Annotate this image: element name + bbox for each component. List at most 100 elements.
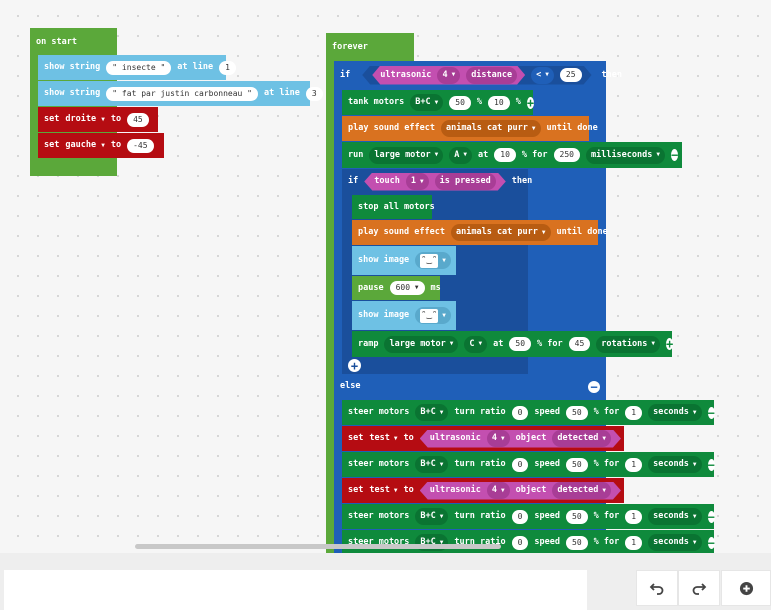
show-string-block-1[interactable]: show string " insecte " at line 1 xyxy=(38,55,236,80)
duration-input[interactable]: 250 xyxy=(553,148,580,162)
play-sound-block-2[interactable]: play sound effect animals cat purr▼ unti… xyxy=(352,220,608,245)
pause-block[interactable]: pause 600 ▼ ms xyxy=(352,276,441,300)
motors-dropdown[interactable]: B+C▼ xyxy=(415,404,449,421)
tank-motors-block[interactable]: tank motors B+C▼ 50 % 10 % + xyxy=(342,90,535,115)
motors-dropdown[interactable]: B+C▼ xyxy=(415,508,449,525)
stop-motors-block[interactable]: stop all motors xyxy=(352,195,435,219)
speed-label: speed xyxy=(534,511,561,522)
unit-dropdown[interactable]: rotations▼ xyxy=(596,335,660,353)
turn-ratio-input[interactable]: 0 xyxy=(511,457,529,472)
image-dropdown[interactable]: ᵔ‿ᵔ▼ xyxy=(415,307,451,324)
speed-input[interactable]: 50 xyxy=(566,509,588,524)
nested-if-header[interactable]: if touch 1▼ is pressed then xyxy=(342,169,532,194)
compare-condition[interactable]: ultrasonic 4▼ distance <▼ 25 xyxy=(362,66,591,85)
unit-dropdown[interactable]: seconds▼ xyxy=(648,508,702,525)
plus-icon[interactable]: + xyxy=(665,337,674,351)
image-dropdown[interactable]: ᵔ‿ᵔ▼ xyxy=(415,252,451,269)
port-dropdown[interactable]: A▼ xyxy=(449,146,473,164)
string-input[interactable]: " fat par justin carbonneau " xyxy=(106,86,258,101)
duration-input[interactable]: 1 xyxy=(625,509,643,524)
speed-input[interactable]: 50 xyxy=(566,405,588,420)
set-gauche-block[interactable]: set gauche ▼ to -45 xyxy=(38,133,164,158)
speed-input[interactable]: 10 xyxy=(494,148,516,162)
run-motor-block[interactable]: run large motor▼ A▼ at 10 % for 250 mill… xyxy=(342,142,682,168)
motors-dropdown[interactable]: B+C▼ xyxy=(415,456,449,473)
ramp-motor-block[interactable]: ramp large motor▼ C▼ at 50 % for 45 rota… xyxy=(352,331,674,357)
minus-icon[interactable]: − xyxy=(588,380,600,393)
else-header[interactable]: else − xyxy=(334,374,606,399)
show-image-block-2[interactable]: show image ᵔ‿ᵔ▼ xyxy=(352,301,456,330)
sound-dropdown[interactable]: animals cat purr▼ xyxy=(451,224,551,241)
variable-dropdown[interactable]: droite ▼ xyxy=(65,114,105,125)
sound-dropdown[interactable]: animals cat purr▼ xyxy=(441,120,541,137)
minus-icon[interactable]: − xyxy=(707,535,715,550)
variable-dropdown[interactable]: gauche ▼ xyxy=(65,140,105,151)
operator-dropdown[interactable]: <▼ xyxy=(531,67,554,84)
turn-ratio-input[interactable]: 0 xyxy=(511,405,529,420)
plus-icon[interactable]: + xyxy=(526,95,535,110)
speed-input[interactable]: 50 xyxy=(566,457,588,472)
state-dropdown[interactable]: is pressed xyxy=(435,173,496,190)
minus-icon[interactable]: − xyxy=(707,509,715,524)
line-input[interactable]: 1 xyxy=(219,60,236,75)
left-speed-input[interactable]: 50 xyxy=(449,95,471,110)
play-sound-block[interactable]: play sound effect animals cat purr▼ unti… xyxy=(342,116,598,141)
state-dropdown[interactable]: detected▼ xyxy=(552,482,611,499)
unit-dropdown[interactable]: milliseconds▼ xyxy=(585,146,666,164)
minus-icon[interactable]: − xyxy=(707,405,715,420)
port-dropdown[interactable]: 4▼ xyxy=(487,482,510,499)
redo-button[interactable] xyxy=(678,570,720,606)
minus-icon[interactable]: − xyxy=(707,457,715,472)
show-image-block-1[interactable]: show image ᵔ‿ᵔ▼ xyxy=(352,246,456,275)
port-dropdown[interactable]: 4▼ xyxy=(487,430,510,447)
line-input[interactable]: 3 xyxy=(305,86,323,101)
horizontal-scrollbar[interactable] xyxy=(135,544,501,549)
port-dropdown[interactable]: 1▼ xyxy=(406,173,429,190)
duration-input[interactable]: 1 xyxy=(625,457,643,472)
set-droite-block[interactable]: set droite ▼ to 45 xyxy=(38,107,158,132)
unit-dropdown[interactable]: seconds▼ xyxy=(648,404,702,421)
touch-pressed-condition[interactable]: touch 1▼ is pressed xyxy=(364,173,506,191)
field-dropdown[interactable]: distance xyxy=(466,67,517,84)
minus-icon[interactable]: − xyxy=(671,148,679,162)
unit-dropdown[interactable]: seconds▼ xyxy=(648,456,702,473)
value-input[interactable]: 45 xyxy=(127,112,149,127)
variable-dropdown[interactable]: test▼ xyxy=(369,485,398,496)
value-input[interactable]: -45 xyxy=(127,138,154,153)
port-dropdown[interactable]: C▼ xyxy=(464,335,488,353)
port-dropdown[interactable]: 4▼ xyxy=(437,67,460,84)
undo-button[interactable] xyxy=(636,570,678,606)
add-else-button[interactable]: + xyxy=(348,359,361,373)
variable-dropdown[interactable]: test▼ xyxy=(369,433,398,444)
right-speed-input[interactable]: 10 xyxy=(488,95,510,110)
motor-type-dropdown[interactable]: large motor▼ xyxy=(369,146,444,164)
state-dropdown[interactable]: detected▼ xyxy=(552,430,611,447)
turn-ratio-input[interactable]: 0 xyxy=(511,509,529,524)
motor-type-dropdown[interactable]: large motor▼ xyxy=(384,335,459,353)
speed-input[interactable]: 50 xyxy=(509,337,532,351)
zoom-in-button[interactable] xyxy=(721,570,771,606)
amount-input[interactable]: 45 xyxy=(568,337,591,351)
if-header[interactable]: if ultrasonic 4▼ distance <▼ 25 then xyxy=(334,61,622,89)
compare-value-input[interactable]: 25 xyxy=(560,68,582,82)
speed-input[interactable]: 50 xyxy=(566,535,588,550)
turn-ratio-input[interactable]: 0 xyxy=(511,535,529,550)
redo-icon xyxy=(692,583,707,595)
duration-input[interactable]: 1 xyxy=(625,535,643,550)
unit-dropdown[interactable]: seconds▼ xyxy=(648,534,702,551)
duration-input[interactable]: 1 xyxy=(625,405,643,420)
string-input[interactable]: " insecte " xyxy=(106,60,172,75)
show-string-block-2[interactable]: show string " fat par justin carbonneau … xyxy=(38,81,323,106)
caret-down-icon: ▼ xyxy=(656,151,661,158)
pause-dropdown[interactable]: 600 ▼ xyxy=(389,281,425,295)
ultrasonic-distance-reporter[interactable]: ultrasonic 4▼ distance xyxy=(372,66,525,85)
motors-dropdown[interactable]: B+C▼ xyxy=(410,94,444,111)
